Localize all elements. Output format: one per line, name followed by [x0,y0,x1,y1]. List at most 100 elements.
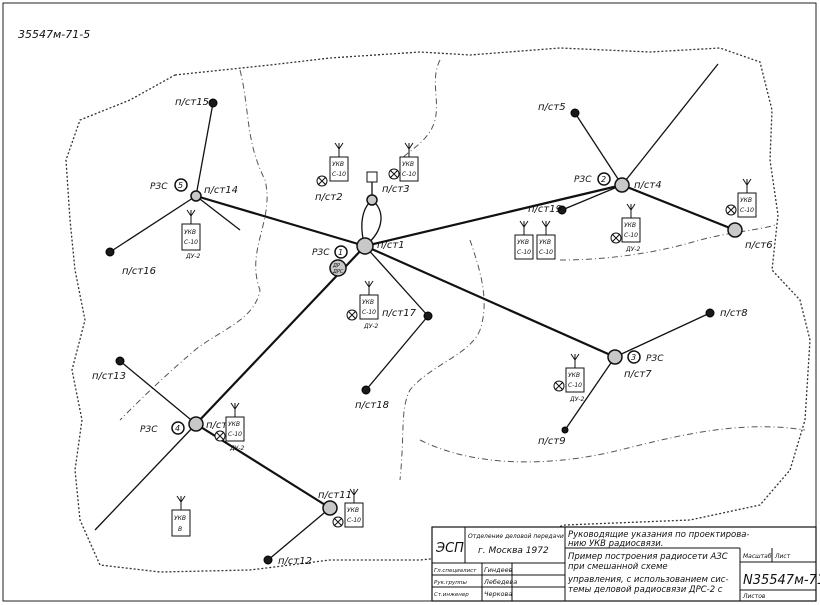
zone-border-3 [399,239,485,481]
label-st4: п/ст4 [634,180,662,191]
svg-text:С-10: С-10 [362,309,376,316]
tb-sheets-label: Листов [742,593,766,600]
node-st15 [208,98,218,108]
node-st18 [361,385,371,395]
node-st9 [561,426,569,434]
label-st9: п/ст9 [538,436,566,447]
station-labels: п/ст1 п/ст2 п/ст3 п/ст4 п/ст5 п/ст6 п/ст… [92,97,773,567]
tb-row2-role: Рук.группы [434,580,467,586]
node-st17 [423,311,433,321]
svg-text:С-10: С-10 [624,232,638,239]
label-st11: п/ст11 [318,490,352,501]
unit-st1: УКВ С-10 ДУ-2 [359,294,379,330]
loudspeaker-icons [214,168,737,528]
node-st8 [705,308,715,318]
svg-text:4: 4 [175,424,180,433]
title-block: ЭСП Отделение деловой передачи г. Москва… [431,526,820,602]
area-boundary [65,47,811,573]
tb-row3-name: Черкова [484,590,512,598]
svg-text:РЗС: РЗС [312,248,330,258]
label-st19: п/ст19 [528,204,562,215]
relay-station-5: РЗС 5 [150,178,188,192]
label-st18: п/ст18 [355,400,389,411]
tb-org-name-2: г. Москва 1972 [478,546,549,556]
node-st6 [727,222,743,238]
relay-station-1: РЗС 1 [312,245,348,259]
zone-border-1 [119,69,268,421]
tb-row3-role: Ст.инженер [434,592,469,598]
svg-text:ДУ-2: ДУ-2 [569,396,585,403]
relay-station-2: РЗС 2 [574,172,611,186]
doc-number-top: 35547м-71-5 [18,28,90,41]
label-st14: п/ст14 [204,185,238,196]
svg-text:УКВ: УКВ [362,299,374,306]
label-st1: п/ст1 [377,240,405,251]
svg-text:УКВ: УКВ [517,239,529,246]
tb-desc-2: при смешанной схеме [568,562,668,572]
antenna-icons [176,142,752,510]
unit-st7: УКВ С-10 ДУ-2 [565,367,585,403]
node-st10 [188,416,204,432]
tb-drawing-number: N35547м-71-5 [743,573,820,588]
equipment-boxes: УКВ С-10 ДУ-2 УКВ С-10 УКВ С-10 УКВ С-10… [171,156,757,537]
unit-st3: УКВ С-10 [399,156,419,182]
label-st17: п/ст17 [382,308,417,319]
label-st3: п/ст3 [382,184,410,195]
svg-text:3: 3 [631,353,636,362]
node-st13 [115,356,125,366]
zone-border-2 [399,59,441,161]
svg-text:ДУ-2: ДУ-2 [363,323,379,330]
svg-text:С-10: С-10 [184,239,198,246]
svg-text:УКВ: УКВ [740,197,752,204]
tb-desc-3: управления, с использованием сис- [567,575,729,585]
svg-text:С-10: С-10 [332,171,346,178]
unit-vhf-b: УКВ В [171,509,191,537]
svg-text:УКВ: УКВ [174,515,186,522]
tb-title-2: нию УКВ радиосвязи. [568,539,663,549]
unit-st2: УКВ С-10 [329,156,349,182]
svg-text:РЗС: РЗС [646,354,664,364]
unit-st14: УКВ С-10 ДУ-2 [181,223,201,260]
svg-text:УКВ: УКВ [332,161,344,168]
node-st16 [105,247,115,257]
unit-st19-a: УКВ С-10 [514,234,534,260]
station-nodes [105,98,743,565]
node-st7 [607,349,623,365]
svg-text:ДРС: ДРС [332,269,344,275]
label-st5: п/ст5 [538,102,566,113]
svg-text:2: 2 [601,175,606,184]
svg-text:РЗС: РЗС [574,175,592,185]
relay-station-4: РЗС 4 [140,421,185,435]
svg-text:С-10: С-10 [740,207,754,214]
svg-text:С-10: С-10 [568,382,582,389]
tb-row2-name: Лебедева [483,578,517,586]
unit-st6: УКВ С-10 [737,192,757,218]
unit-st19-b: УКВ С-10 [536,234,556,260]
tb-desc-1: Пример построения радиосети АЗС [568,552,728,562]
label-st7: п/ст7 [624,369,652,380]
svg-text:ДУ-2: ДУ-2 [185,253,201,260]
svg-text:С-10: С-10 [228,431,242,438]
svg-text:С-10: С-10 [347,517,361,524]
svg-text:УКВ: УКВ [539,239,551,246]
tb-desc-4: темы деловой радиосвязи ДРС-2 с [568,585,723,595]
label-st16: п/ст16 [122,266,156,277]
tb-org-name-1: Отделение деловой передачи [468,533,564,540]
node-st3 [366,171,378,183]
svg-text:С-10: С-10 [402,171,416,178]
svg-text:С-10: С-10 [517,249,531,256]
label-st10: п/ст10 [206,420,240,431]
svg-text:В: В [178,526,182,533]
dr-hub-label: ДР ДРС [332,263,344,275]
node-st12 [263,555,273,565]
svg-text:1: 1 [338,248,343,257]
svg-text:5: 5 [178,181,183,190]
svg-text:РЗС: РЗС [150,182,168,192]
zone-border-5 [419,426,806,463]
tb-title-1: Руководящие указания по проектирова- [568,530,749,540]
node-st11 [322,500,338,516]
svg-text:ДР: ДР [332,263,340,269]
unit-st10: УКВ С-10 ДУ-2 [225,416,245,452]
